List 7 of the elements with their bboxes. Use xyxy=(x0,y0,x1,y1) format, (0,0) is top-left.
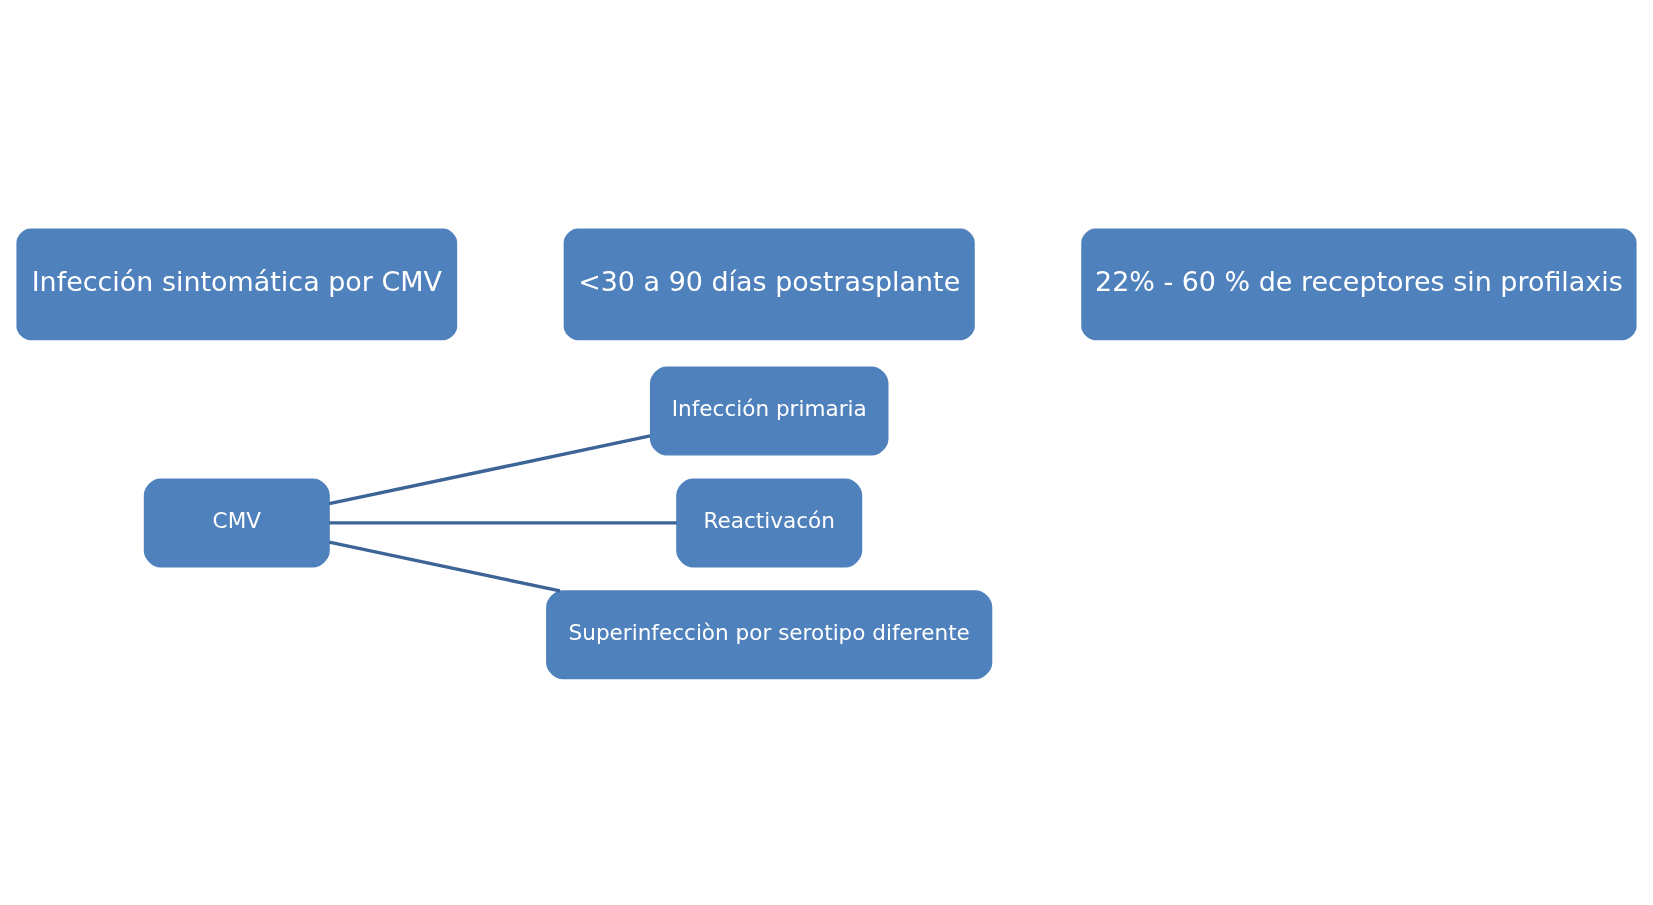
node-box: Infección primaria xyxy=(649,366,889,456)
node-box: Reactivacón xyxy=(676,478,863,568)
connector xyxy=(328,434,651,506)
connector xyxy=(329,521,677,525)
connector xyxy=(328,540,561,593)
node-box: CMV xyxy=(143,478,330,568)
node-box: Superinfecciòn por serotipo diferente xyxy=(546,590,993,680)
